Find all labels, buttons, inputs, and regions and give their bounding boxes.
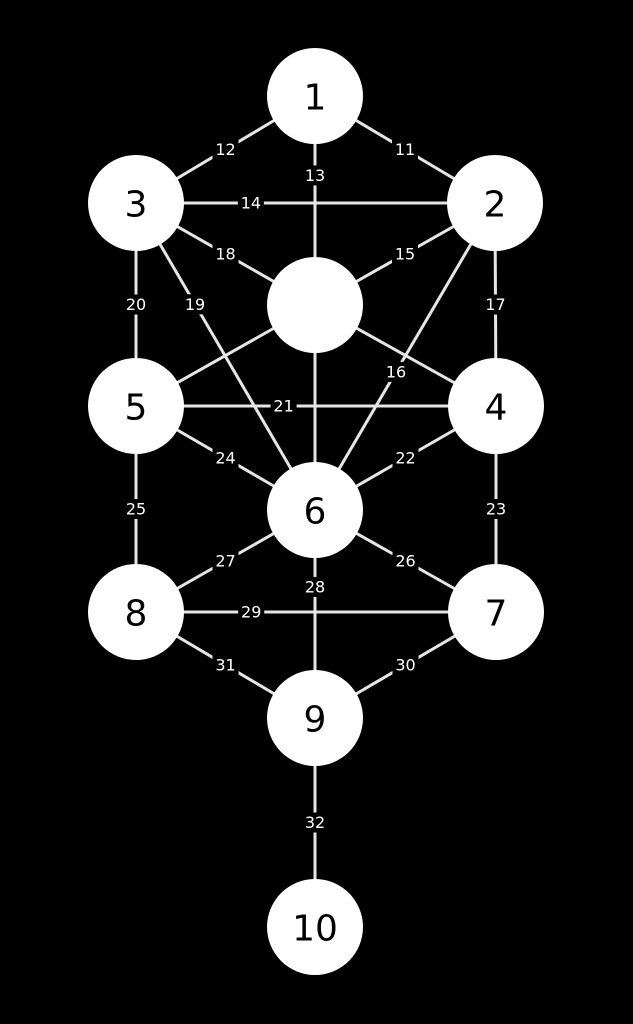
edge-label-14: 14 <box>241 194 261 213</box>
node-label: 3 <box>125 185 148 226</box>
node-9: 9 <box>267 670 363 766</box>
edge-label-background <box>482 294 509 315</box>
edge-label-background <box>302 812 328 833</box>
node-circle <box>447 155 543 251</box>
edge-label-31: 31 <box>215 656 235 675</box>
edge-label-25: 25 <box>126 500 146 519</box>
node-label: 8 <box>125 594 148 635</box>
edge-label-background <box>392 139 418 160</box>
node-8: 8 <box>88 564 184 660</box>
node-hidden <box>267 257 363 353</box>
edge-label-background <box>237 193 264 213</box>
edge-label-27: 27 <box>215 552 235 571</box>
edge-label-28: 28 <box>305 577 325 596</box>
edge-label-17: 17 <box>485 295 505 314</box>
node-circle <box>267 670 363 766</box>
node-label: 2 <box>484 185 507 226</box>
edge-label-16: 16 <box>386 362 406 381</box>
edge-label-background <box>123 294 149 315</box>
edge-label-21: 21 <box>273 397 293 416</box>
node-label: 6 <box>304 492 327 533</box>
edge-label-background <box>238 602 265 622</box>
edge-label-15: 15 <box>395 245 415 264</box>
edge-label-30: 30 <box>395 656 415 675</box>
node-label: 5 <box>125 388 148 429</box>
node-label: 9 <box>304 700 327 741</box>
edge-label-29: 29 <box>241 603 261 622</box>
edge-label-background <box>392 655 419 675</box>
node-3: 3 <box>88 155 184 251</box>
edge-label-20: 20 <box>126 295 146 314</box>
node-label: 4 <box>485 388 508 429</box>
edge-label-23: 23 <box>486 500 506 519</box>
node-4: 4 <box>448 358 544 454</box>
node-5: 5 <box>88 358 184 454</box>
node-circle <box>448 564 544 660</box>
node-label: 7 <box>485 594 508 635</box>
edge-label-12: 12 <box>215 140 235 159</box>
node-circle <box>267 48 363 144</box>
edge-label-19: 19 <box>185 295 205 314</box>
edge-label-background <box>212 551 239 571</box>
node-2: 2 <box>447 155 543 251</box>
edge-label-background <box>212 448 239 468</box>
edge-label-background <box>392 448 419 468</box>
node-circle <box>267 879 363 975</box>
edge-label-background <box>483 499 509 519</box>
node-label: 1 <box>304 78 327 119</box>
edge-label-background <box>123 499 149 519</box>
node-10: 10 <box>267 879 363 975</box>
edge-label-background <box>212 244 239 264</box>
edge-label-background <box>392 244 418 264</box>
node-circle <box>88 155 184 251</box>
node-label: 10 <box>292 909 338 950</box>
edge-label-32: 32 <box>305 813 325 832</box>
node-circle <box>267 462 363 558</box>
edge-label-background <box>302 165 328 186</box>
edge-label-background <box>302 576 328 597</box>
node-circle <box>88 358 184 454</box>
node-7: 7 <box>448 564 544 660</box>
node-6: 6 <box>267 462 363 558</box>
edge-label-26: 26 <box>395 552 415 571</box>
edge-label-background <box>182 294 209 315</box>
edge-label-18: 18 <box>215 245 235 264</box>
edge-label-background <box>383 361 409 382</box>
edge-label-24: 24 <box>215 449 235 468</box>
edge-label-background <box>212 139 239 160</box>
edge-label-background <box>212 655 239 675</box>
edge-label-22: 22 <box>395 449 415 468</box>
edge-label-background <box>392 551 419 571</box>
node-1: 1 <box>267 48 363 144</box>
node-circle <box>267 257 363 353</box>
edge-label-13: 13 <box>305 166 325 185</box>
node-circle <box>88 564 184 660</box>
edge-label-background <box>270 396 297 416</box>
node-circle <box>448 358 544 454</box>
edge-labels-layer: 1112131415161718192021222324252627282930… <box>123 139 509 833</box>
edge-label-11: 11 <box>395 140 415 159</box>
